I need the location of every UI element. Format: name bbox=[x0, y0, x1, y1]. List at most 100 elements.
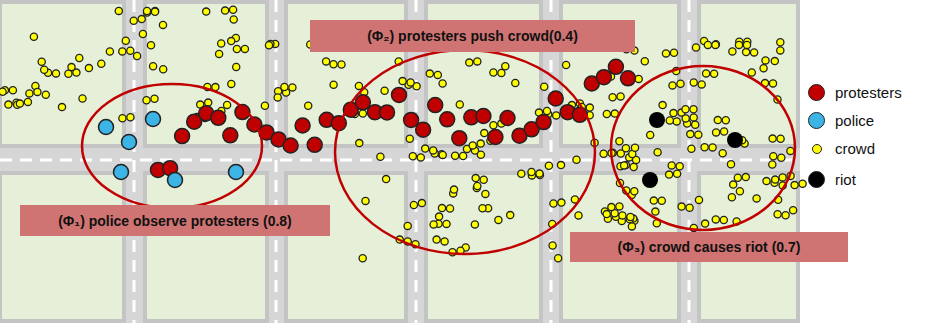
map-dot bbox=[678, 203, 685, 210]
map-dot bbox=[719, 150, 726, 157]
map-dot bbox=[769, 135, 776, 142]
map-dot bbox=[143, 97, 150, 104]
legend-row: protesters bbox=[808, 84, 902, 101]
map-dot bbox=[106, 48, 113, 55]
map-dot bbox=[381, 87, 388, 94]
legend-swatch bbox=[808, 171, 825, 188]
map-dot bbox=[438, 205, 445, 212]
map-dot bbox=[779, 174, 786, 181]
map-dot bbox=[541, 83, 548, 90]
map-dot bbox=[295, 118, 310, 133]
map-dot bbox=[233, 63, 240, 70]
protester-dots bbox=[151, 59, 636, 177]
map-dot bbox=[536, 170, 543, 177]
map-dot bbox=[543, 107, 550, 114]
map-dot bbox=[736, 188, 743, 195]
map-dot bbox=[762, 57, 769, 64]
map-dot bbox=[151, 8, 158, 15]
map-dot bbox=[224, 101, 231, 108]
map-dot bbox=[130, 17, 137, 24]
map-dot bbox=[695, 131, 702, 138]
map-dot bbox=[233, 45, 240, 52]
map-dot bbox=[628, 223, 635, 230]
map-dot bbox=[355, 82, 362, 89]
map-dot bbox=[34, 88, 41, 95]
map-dot bbox=[474, 182, 481, 189]
map-dot bbox=[203, 8, 210, 15]
map-dot bbox=[274, 94, 281, 101]
map-dot bbox=[662, 50, 669, 57]
city-blocks bbox=[0, 2, 798, 321]
map-dot bbox=[670, 110, 677, 117]
map-dot bbox=[712, 41, 719, 48]
map-dot bbox=[512, 79, 519, 86]
map-dot bbox=[26, 90, 33, 97]
map-dot bbox=[770, 153, 777, 160]
map-dot bbox=[283, 138, 298, 153]
map-dot bbox=[682, 106, 689, 113]
legend-swatch bbox=[812, 144, 822, 154]
map-dot bbox=[471, 221, 478, 228]
map-dot bbox=[502, 63, 509, 70]
map-dot bbox=[150, 63, 157, 70]
legend-row: crowd bbox=[808, 140, 875, 157]
legend-text: crowd bbox=[835, 140, 875, 157]
map-dot bbox=[481, 130, 488, 137]
map-dot bbox=[621, 162, 628, 169]
map-dot bbox=[729, 48, 736, 55]
map-dot bbox=[407, 79, 414, 86]
map-dot bbox=[701, 144, 708, 151]
map-dot bbox=[666, 117, 673, 124]
map-dot bbox=[281, 83, 288, 90]
map-dot bbox=[430, 147, 437, 154]
map-dot bbox=[446, 205, 453, 212]
map-dot bbox=[265, 42, 272, 49]
map-dot bbox=[575, 212, 582, 219]
map-dot bbox=[555, 255, 562, 262]
map-dot bbox=[68, 64, 75, 71]
map-dot bbox=[139, 30, 146, 37]
map-dot bbox=[452, 131, 467, 146]
map-dot bbox=[702, 220, 709, 227]
map-dot bbox=[735, 41, 742, 48]
map-dot bbox=[490, 122, 497, 129]
map-dot bbox=[230, 16, 237, 23]
map-dot bbox=[241, 45, 248, 52]
map-dot bbox=[558, 199, 565, 206]
crowd-dots bbox=[0, 6, 806, 262]
legend-text: protesters bbox=[835, 84, 902, 101]
map-dot bbox=[641, 58, 648, 65]
map-dot bbox=[147, 42, 154, 49]
map-dot bbox=[230, 6, 237, 13]
map-dot bbox=[791, 182, 798, 189]
map-dot bbox=[709, 144, 716, 151]
map-dot bbox=[0, 88, 6, 95]
map-dot bbox=[687, 131, 694, 138]
map-dot bbox=[748, 69, 755, 76]
map-dot bbox=[127, 47, 134, 54]
map-dot bbox=[713, 129, 720, 136]
map-dot bbox=[433, 236, 440, 243]
map-dot bbox=[452, 152, 459, 159]
map-dot bbox=[436, 213, 443, 220]
legend-swatch bbox=[808, 84, 825, 101]
map-dot bbox=[650, 197, 657, 204]
map-dot bbox=[573, 156, 580, 163]
map-dot bbox=[16, 100, 23, 107]
map-dot bbox=[557, 162, 564, 169]
map-dot bbox=[563, 61, 570, 68]
map-dot bbox=[440, 112, 455, 127]
map-dot bbox=[790, 207, 797, 214]
map-dot bbox=[787, 147, 794, 154]
label-text: (Φ₃) crowd causes riot (0.7) bbox=[618, 239, 801, 255]
map-dot bbox=[434, 71, 441, 78]
map-dot bbox=[443, 220, 450, 227]
map-dot bbox=[52, 70, 59, 77]
map-dot bbox=[216, 50, 223, 57]
map-dot bbox=[772, 176, 779, 183]
label-text: (Φ₁) police observe protesters (0.8) bbox=[58, 213, 292, 229]
map-dot bbox=[548, 91, 563, 106]
map-dot bbox=[712, 41, 719, 48]
map-dot bbox=[218, 40, 225, 47]
map-dot bbox=[152, 7, 159, 14]
